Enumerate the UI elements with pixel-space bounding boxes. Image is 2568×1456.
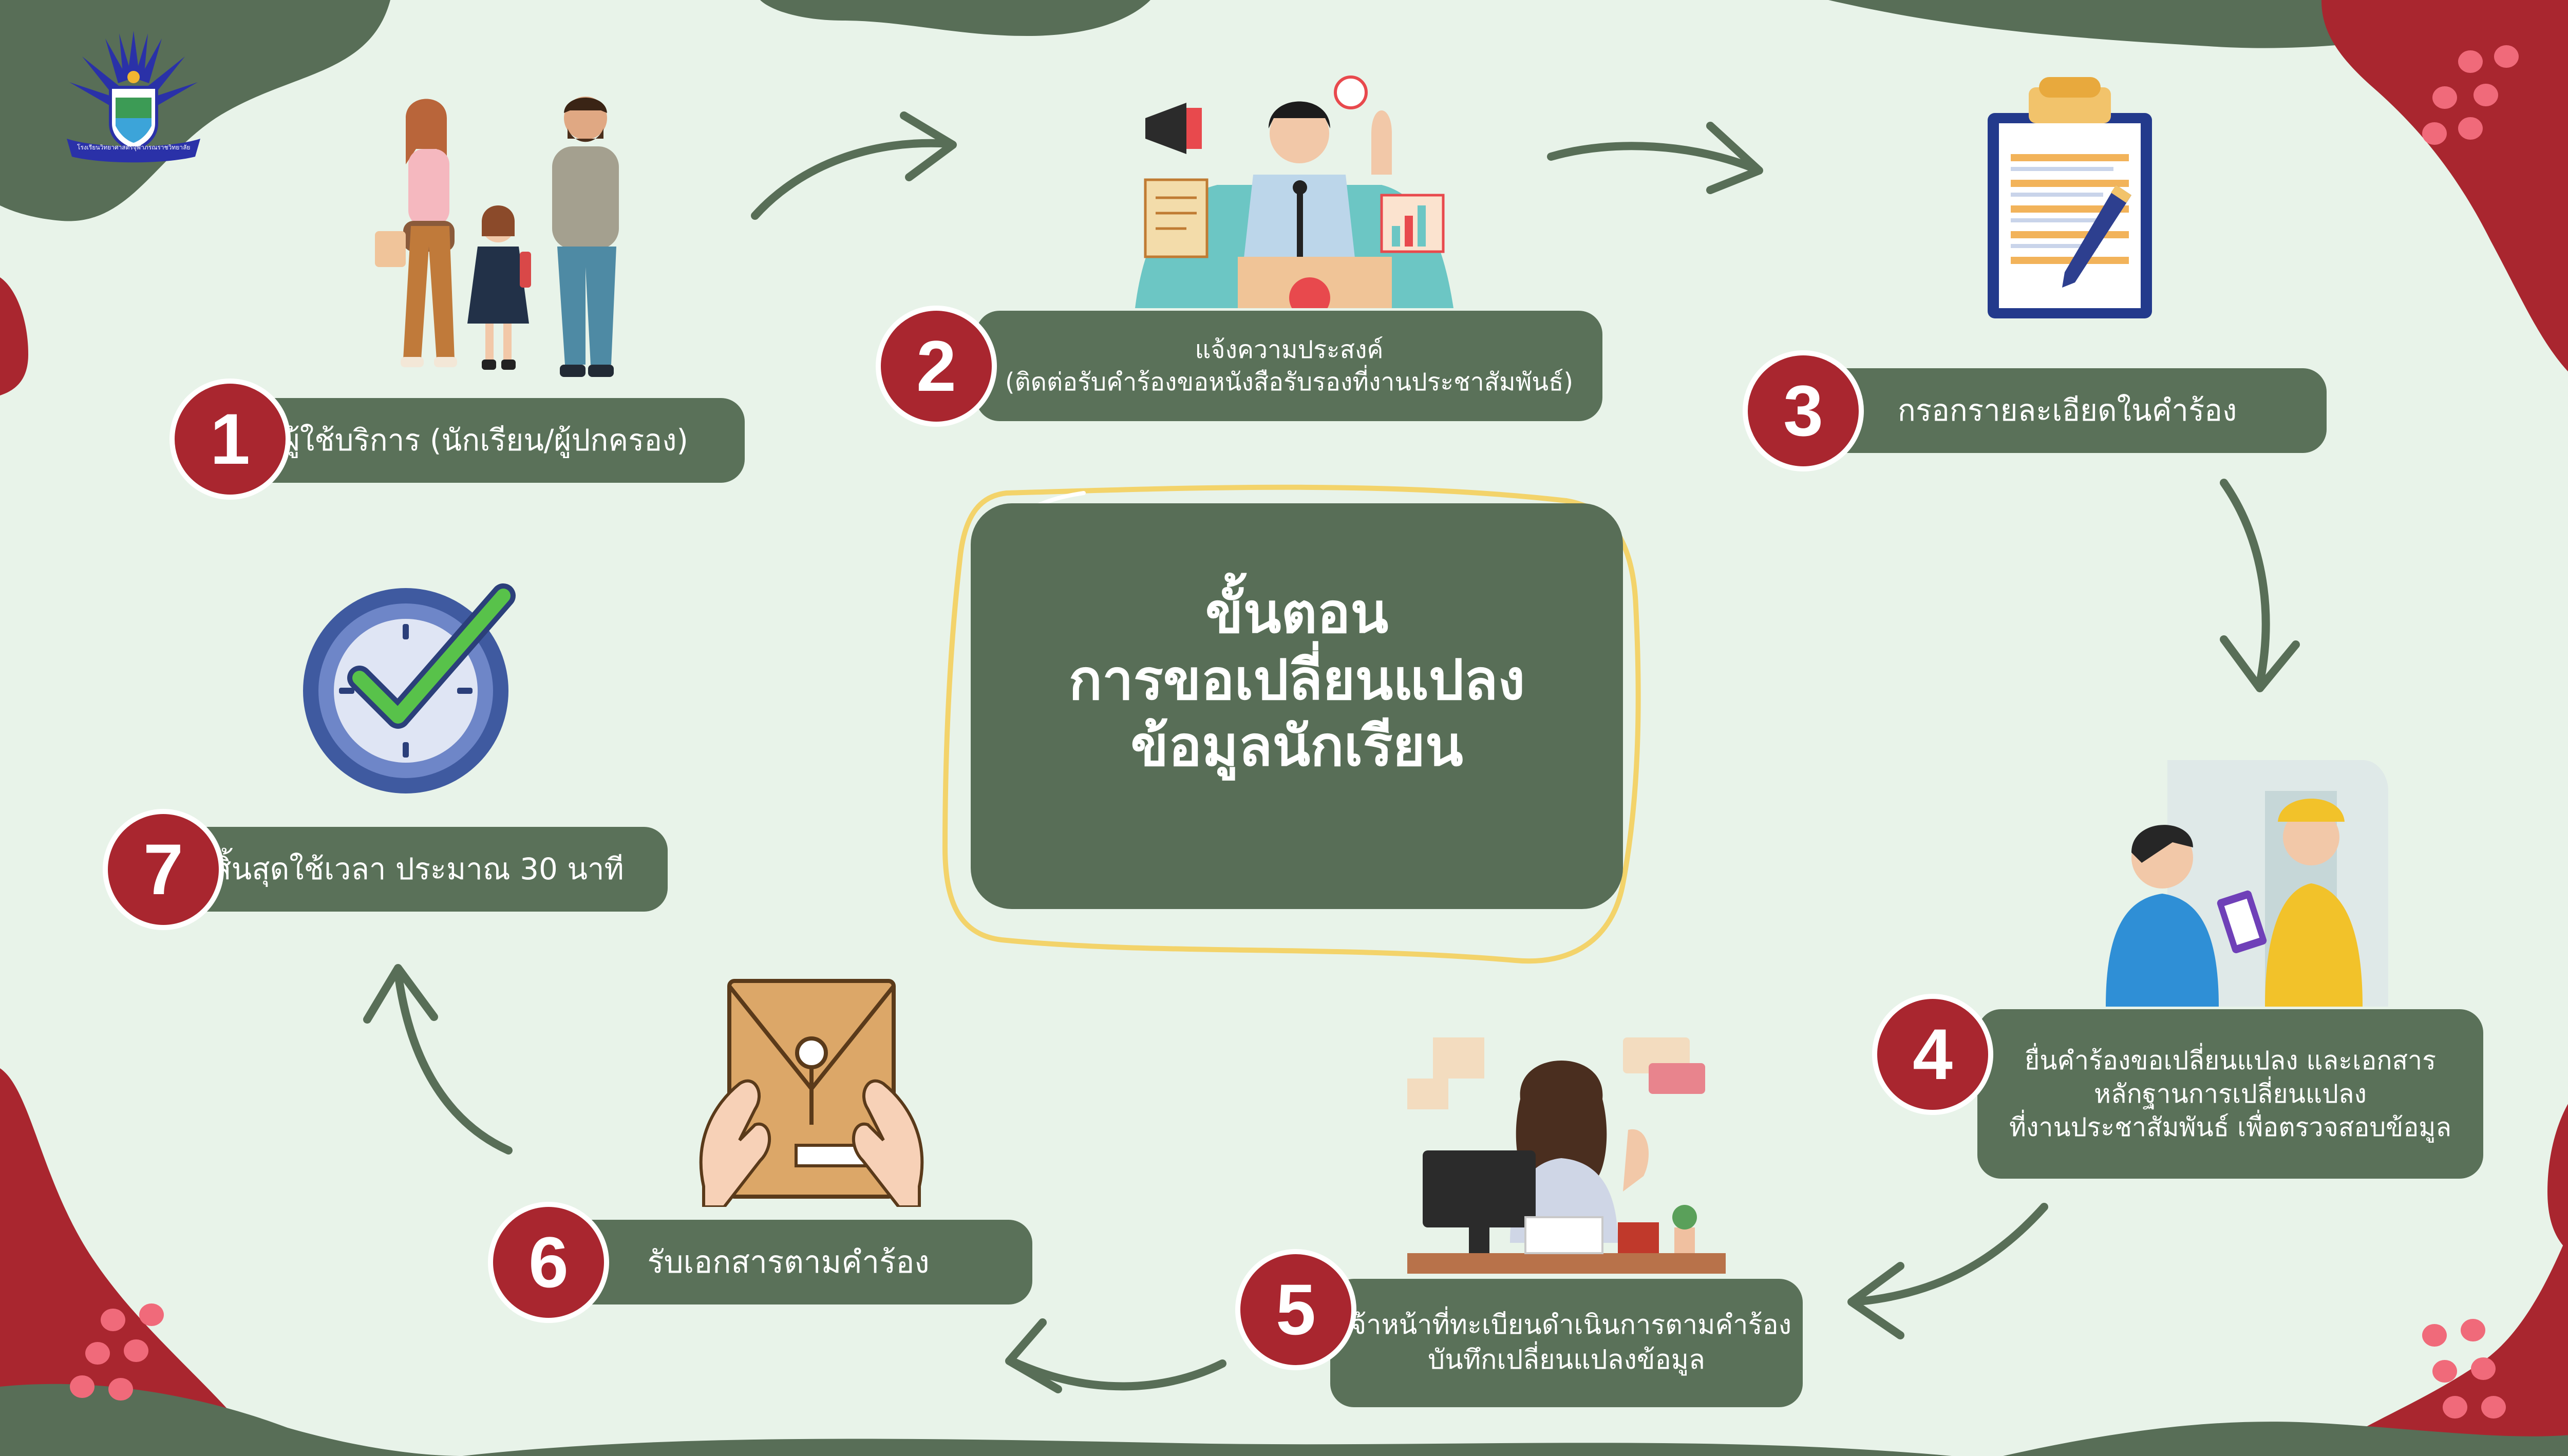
envelope-hands-icon xyxy=(699,979,924,1207)
blob-bottom-left-green xyxy=(0,1384,462,1456)
step-2-text-line-2: (ติดต่อรับคำร้องขอหนังสือรับรองที่งานประ… xyxy=(1005,367,1574,396)
step-5-text-line-2: บันทึกเปลี่ยนแปลงข้อมูล xyxy=(1428,1345,1705,1375)
step-6-text: รับเอกสารตามคำร้อง xyxy=(647,1244,930,1280)
officer-desk-icon xyxy=(1407,1037,1726,1274)
blob-bottom-right-red xyxy=(2321,1233,2568,1456)
step-4-badge: 4 xyxy=(1872,994,1993,1115)
dots-top-right xyxy=(2422,45,2519,145)
blob-top-middle xyxy=(760,0,1150,36)
title-line-2: การขอเปลี่ยนแปลง xyxy=(1068,648,1525,712)
step-3-badge: 3 xyxy=(1743,350,1864,471)
blob-top-right-red xyxy=(2321,0,2568,372)
arrow-6-to-7 xyxy=(363,964,513,1155)
blob-top-left xyxy=(0,0,390,221)
page-title: ขั้นตอน การขอเปลี่ยนแปลง ข้อมูลนักเรียน xyxy=(971,580,1623,780)
blob-bottom-middle xyxy=(462,1439,1952,1456)
step-6-label: รับเอกสารตามคำร้อง xyxy=(544,1220,1032,1304)
arrow-3-to-4 xyxy=(2220,479,2300,692)
title-line-3: ข้อมูลนักเรียน xyxy=(1130,714,1463,779)
handover-icon xyxy=(2106,760,2388,1007)
step-4-text-line-2: หลักฐานการเปลี่ยนแปลง xyxy=(2094,1079,2367,1109)
blob-bottom-right-green xyxy=(2003,1422,2568,1456)
step-3-text: กรอกรายละเอียดในคำร้อง xyxy=(1897,392,2237,428)
center-card-yellow-outline xyxy=(942,484,1641,964)
family-icon xyxy=(375,97,619,377)
step-7-badge: 7 xyxy=(103,809,224,930)
blob-left-red xyxy=(0,277,28,395)
step-2-label: แจ้งความประสงค์ (ติดต่อรับคำร้องขอหนังสื… xyxy=(976,311,1602,421)
step-5-badge: 5 xyxy=(1235,1249,1356,1370)
arrow-1-to-2 xyxy=(751,111,957,220)
step-4-label: ยื่นคำร้องขอเปลี่ยนแปลง และเอกสาร หลักฐา… xyxy=(1977,1009,2483,1179)
blob-bottom-left-red xyxy=(0,1068,267,1456)
step-5-label: เจ้าหน้าที่ทะเบียนดำเนินการตามคำร้อง บัน… xyxy=(1330,1279,1803,1407)
blob-right-red xyxy=(2547,1104,2568,1251)
step-7-label: สิ้นสุดใช้เวลา ประมาณ 30 นาที xyxy=(169,827,668,912)
step-7-text: สิ้นสุดใช้เวลา ประมาณ 30 นาที xyxy=(213,851,624,886)
step-3-label: กรอกรายละเอียดในคำร้อง xyxy=(1808,368,2327,453)
announcer-icon xyxy=(1135,75,1453,308)
step-5-text-line-1: เจ้าหน้าที่ทะเบียนดำเนินการตามคำร้อง xyxy=(1342,1310,1791,1341)
step-4-text-line-3: ที่งานประชาสัมพันธ์ เพื่อตรวจสอบข้อมูล xyxy=(2009,1112,2451,1142)
step-1-badge: 1 xyxy=(169,379,291,500)
center-title-card xyxy=(971,503,1623,909)
arrow-5-to-6 xyxy=(1005,1318,1226,1393)
school-logo-icon: โรงเรียนวิทยาศาสตร์จุฬาภรณราชวิทยาลัย xyxy=(56,21,211,169)
logo-caption: โรงเรียนวิทยาศาสตร์จุฬาภรณราชวิทยาลัย xyxy=(77,144,190,151)
title-line-1: ขั้นตอน xyxy=(1205,581,1389,646)
dots-bottom-right xyxy=(2422,1319,2506,1419)
step-1-label: ผู้ใช้บริการ (นักเรียน/ผู้ปกครอง) xyxy=(226,398,745,483)
step-2-badge: 2 xyxy=(876,306,997,427)
arrow-4-to-5 xyxy=(1847,1203,2048,1339)
step-2-text-line-1: แจ้งความประสงค์ xyxy=(1195,335,1384,365)
arrow-2-to-3 xyxy=(1547,122,1763,194)
clock-check-icon xyxy=(303,583,516,793)
step-4-text-line-1: ยื่นคำร้องขอเปลี่ยนแปลง และเอกสาร xyxy=(2025,1045,2436,1075)
dots-bottom-left xyxy=(70,1303,164,1401)
clipboard-icon xyxy=(1988,77,2152,318)
step-6-badge: 6 xyxy=(488,1202,609,1323)
step-1-text: ผู้ใช้บริการ (นักเรียน/ผู้ปกครอง) xyxy=(282,422,689,458)
